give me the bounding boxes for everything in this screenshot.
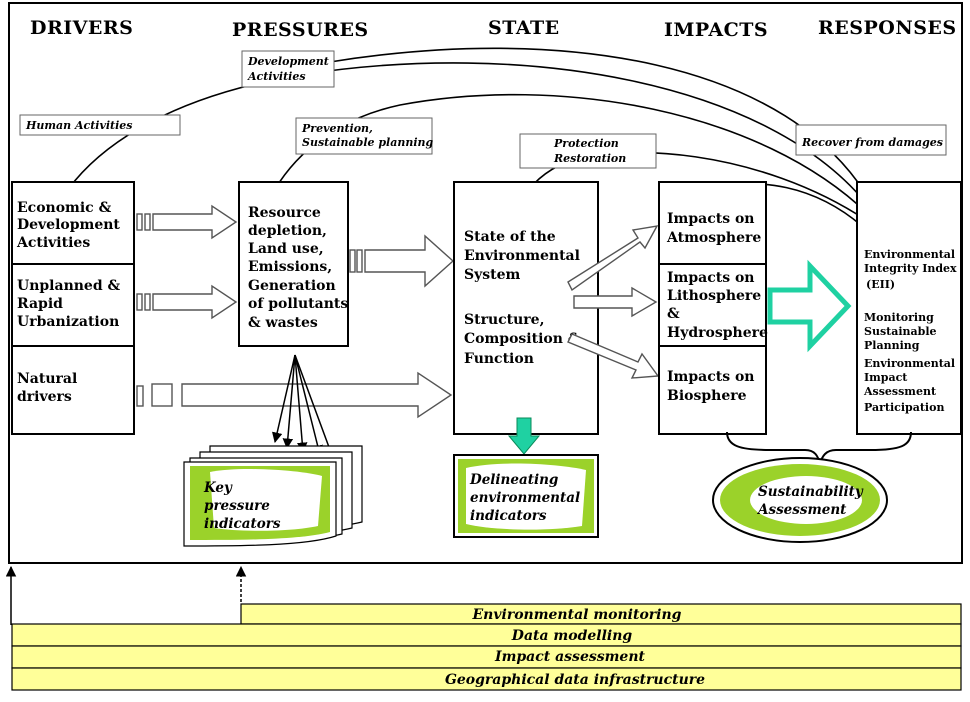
bar-environmental-monitoring-label: Environmental monitoring xyxy=(472,607,682,623)
driver-natural-line1: Natural xyxy=(17,371,77,387)
driver-economic-line2: Development xyxy=(17,217,120,233)
bar-data-modelling-label: Data modelling xyxy=(511,628,633,644)
responses-line11: Participation xyxy=(864,401,944,414)
header-pressures: PRESSURES xyxy=(232,19,369,41)
bar-impact-assessment-label: Impact assessment xyxy=(494,649,645,665)
responses-line7: Planning xyxy=(864,339,920,352)
responses-line3: (EII) xyxy=(866,278,895,291)
driver-economic-line3: Activities xyxy=(16,235,90,251)
impact-litho-line3: & xyxy=(667,306,680,322)
delineating-line3: indicators xyxy=(470,508,547,524)
label-human-box xyxy=(19,114,181,136)
key-indicators-line3: indicators xyxy=(204,516,281,532)
impact-atmosphere-line2: Atmosphere xyxy=(666,230,761,246)
pressures-box xyxy=(238,181,349,347)
state-line7: Function xyxy=(464,351,534,367)
driver-unplanned-line1: Unplanned & xyxy=(17,278,120,294)
arrow-economic-to-pressures xyxy=(136,204,238,240)
state-line1: State of the xyxy=(464,229,556,245)
responses-line10: Assessment xyxy=(863,385,937,398)
state-line2: Environmental xyxy=(464,248,580,264)
impact-litho-line1: Impacts on xyxy=(667,270,755,286)
label-development-line1: Development xyxy=(247,55,329,68)
arrow-pressures-to-state xyxy=(349,234,455,288)
impact-bio-line2: Biosphere xyxy=(667,388,747,404)
state-line5: Structure, xyxy=(464,312,544,328)
label-prevention-line1: Prevention, xyxy=(301,122,373,135)
responses-line8: Environmental xyxy=(864,357,955,370)
driver-natural-box xyxy=(11,345,135,435)
impact-atmosphere-box xyxy=(658,181,767,265)
state-to-indicators-arrow xyxy=(507,417,541,455)
pressures-line7: & wastes xyxy=(248,315,318,331)
impact-litho-line4: Hydrosphere xyxy=(667,325,768,341)
header-impacts: IMPACTS xyxy=(664,19,768,41)
key-indicators-line2: pressure xyxy=(204,498,270,514)
delineating-line1: Delineating xyxy=(469,472,558,488)
responses-line9: Impact xyxy=(864,371,908,384)
label-prevention-box xyxy=(295,117,433,155)
label-human-activities: Human Activities xyxy=(25,119,133,132)
driver-unplanned-box xyxy=(11,263,135,347)
pressures-line6: of pollutants xyxy=(248,296,348,312)
label-prevention-line2: Sustainable planning xyxy=(302,136,434,149)
label-protection-line1: Protection xyxy=(553,137,619,150)
responses-box xyxy=(856,181,962,435)
label-recover-text: Recover from damages xyxy=(801,136,943,149)
key-pressure-indicators: Key pressure indicators xyxy=(183,445,363,547)
responses-line2: Integrity Index xyxy=(864,262,957,275)
pressures-line2: depletion, xyxy=(248,223,327,239)
responses-line5: Monitoring xyxy=(864,311,934,324)
state-line6: Composition & xyxy=(464,331,581,347)
arrow-unplanned-to-pressures xyxy=(136,284,238,320)
driver-economic-line1: Economic & xyxy=(17,200,112,216)
pressures-line4: Emissions, xyxy=(248,259,332,275)
arrows-pressures-to-indicators xyxy=(272,354,335,459)
delineating-line2: environmental xyxy=(470,490,580,506)
bar-geographical-data xyxy=(11,667,962,691)
state-line3: System xyxy=(464,267,521,283)
driver-economic-box xyxy=(11,181,135,265)
driver-unplanned-line2: Rapid xyxy=(17,296,63,312)
bar-geographical-data-label: Geographical data infrastructure xyxy=(445,672,705,688)
driver-unplanned-line3: Urbanization xyxy=(17,314,119,330)
driver-natural-line2: drivers xyxy=(17,389,72,405)
sustainability-line1: Sustainability xyxy=(758,484,864,500)
sustainability-line2: Assessment xyxy=(756,502,847,518)
label-protection-line2: Restoration xyxy=(553,152,626,165)
bar-data-modelling xyxy=(11,623,962,647)
sustainability-assessment: Sustainability Assessment xyxy=(712,457,888,543)
responses-line6: Sustainable xyxy=(864,325,937,338)
header-responses: RESPONSES xyxy=(818,17,957,39)
impact-litho-line2: Lithosphere xyxy=(667,288,761,304)
header-drivers: DRIVERS xyxy=(30,17,133,39)
arrows-state-to-impacts xyxy=(567,225,660,379)
impact-bio-line1: Impacts on xyxy=(667,369,755,385)
impact-atmosphere-line1: Impacts on xyxy=(667,211,755,227)
arrow-natural-to-state xyxy=(136,371,453,419)
impact-bio-box xyxy=(658,345,767,435)
header-state: STATE xyxy=(488,17,560,39)
label-protection-box xyxy=(519,133,657,169)
label-recover-box xyxy=(795,124,947,156)
bar-impact-assessment xyxy=(11,645,962,669)
impacts-to-responses-arrow xyxy=(767,259,852,353)
impact-litho-box xyxy=(658,263,767,347)
label-development-line2: Activities xyxy=(247,70,306,83)
pressures-line1: Resource xyxy=(248,205,321,221)
pressures-line5: Generation xyxy=(248,278,336,294)
key-indicators-line1: Key xyxy=(203,480,233,496)
label-development-box xyxy=(241,50,335,88)
responses-line1: Environmental xyxy=(864,248,955,261)
pressures-line3: Land use, xyxy=(248,241,324,257)
delineating-indicators: Delineating environmental indicators xyxy=(453,454,599,538)
